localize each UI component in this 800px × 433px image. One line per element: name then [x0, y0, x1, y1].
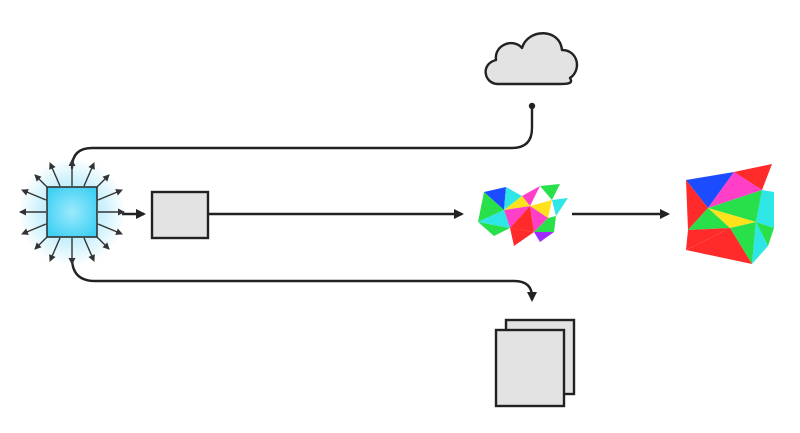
connector-source-to-cloud: [70, 104, 534, 170]
low-poly-crystal-icon: [686, 164, 774, 264]
radiating-sensor-icon: [18, 158, 126, 266]
square-box-icon: [150, 190, 210, 240]
low-poly-crystal-icon: [478, 184, 568, 246]
cloud-connector-dot: [528, 102, 536, 110]
cloud-icon: [484, 32, 579, 86]
document-stack-icon: [494, 318, 576, 408]
connector-source-to-documents: [70, 257, 537, 302]
